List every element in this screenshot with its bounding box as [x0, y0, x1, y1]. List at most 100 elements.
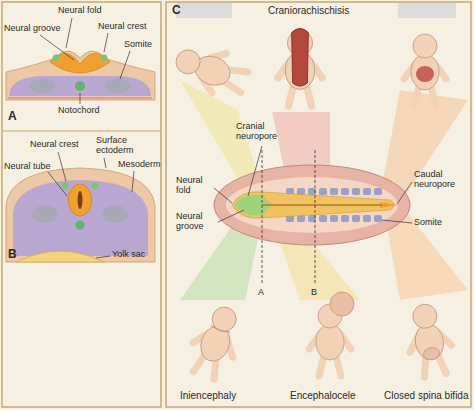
baby-limb — [438, 354, 446, 375]
panel-letter: C — [172, 4, 181, 17]
somite-block — [297, 215, 305, 222]
baby-limb — [336, 356, 341, 376]
anencephaly-baby — [170, 38, 252, 102]
section-line — [262, 150, 263, 284]
somite — [105, 79, 131, 93]
somite-block — [319, 188, 327, 195]
somite-block — [374, 215, 382, 222]
somite — [102, 205, 128, 223]
open-lesion — [416, 66, 434, 82]
surface-ectoderm — [6, 168, 155, 262]
part-label: Neural groove — [176, 212, 218, 232]
baby-head — [413, 34, 437, 58]
baby-limb — [209, 359, 221, 380]
part-label: Neural fold — [58, 6, 102, 16]
part-label: Cranial neuropore — [236, 122, 290, 142]
baby-limb — [288, 85, 293, 106]
part-label: Somite — [414, 218, 442, 228]
leader-line — [40, 35, 74, 60]
somite-block — [330, 188, 338, 195]
neural-crest-cells — [101, 55, 108, 62]
part-label: Neural crest — [30, 140, 79, 150]
neural-crest-cells — [62, 183, 69, 190]
baby-limb — [319, 356, 324, 376]
somite — [32, 205, 58, 223]
panel-letter: B — [8, 248, 17, 261]
open-spina-bifida-baby — [404, 34, 446, 106]
skin-covered-bulge — [423, 346, 441, 361]
part-label: Closed spina bifida — [384, 390, 469, 401]
somite-block — [341, 188, 349, 195]
closed-spina-bifida-baby — [402, 301, 456, 379]
embryo-disc — [226, 177, 398, 233]
part-label: Somite — [124, 40, 152, 50]
baby-head — [173, 46, 204, 77]
part-label: Surface ectoderm — [96, 136, 146, 156]
baby-limb — [228, 65, 249, 77]
mesoderm — [13, 180, 148, 256]
leader-line — [104, 158, 106, 168]
leader-line — [382, 220, 412, 223]
open-neural-tissue — [292, 28, 309, 86]
part-label: Mesoderm — [118, 160, 161, 170]
neural-tube — [68, 184, 92, 216]
somite-block — [352, 188, 360, 195]
surface-ectoderm — [6, 51, 155, 100]
baby-limb — [414, 86, 419, 106]
panel-letter: A — [8, 110, 17, 123]
embryo-body — [214, 165, 410, 245]
encephalocele-sac — [330, 292, 354, 316]
somite-block — [297, 188, 305, 195]
neural-groove — [262, 204, 382, 206]
baby-limb — [306, 85, 311, 106]
part-label: Iniencephaly — [180, 390, 236, 401]
part-label: Craniorachischisis — [268, 5, 349, 16]
neck-fold — [211, 325, 230, 334]
baby-body — [316, 324, 344, 360]
yolk-sac — [16, 251, 104, 262]
somite-block — [352, 215, 360, 222]
somite-block — [330, 215, 338, 222]
mask-box — [176, 3, 232, 18]
part-label: Encephalocele — [290, 390, 356, 401]
leader-line — [66, 18, 72, 48]
leader-line — [397, 182, 412, 204]
notochord — [75, 81, 85, 91]
leader-line — [214, 188, 232, 203]
neural-canal — [78, 191, 83, 209]
craniorachischisis-baby — [278, 28, 322, 106]
leader-line — [104, 33, 108, 52]
baby-head — [411, 302, 439, 330]
part-label: Notochord — [58, 106, 100, 116]
leader-line — [120, 51, 130, 79]
part-label: Neural groove — [4, 24, 61, 34]
leader-line — [96, 256, 110, 258]
part-label: Neural tube — [4, 162, 51, 172]
leader-line — [248, 146, 262, 196]
baby-head — [209, 304, 240, 335]
section-line — [315, 150, 316, 284]
panel-frame — [166, 2, 471, 407]
neural-fold — [232, 192, 394, 218]
iniencephaly-baby — [184, 301, 248, 383]
encephalocele-baby — [309, 292, 354, 376]
leader-line — [48, 172, 67, 196]
somite-block — [341, 215, 349, 222]
baby-body — [411, 54, 439, 90]
part-label: Neural fold — [176, 176, 214, 196]
caudal-neuropore — [380, 202, 398, 208]
part-label: Caudal neuropore — [414, 170, 466, 190]
panel-divider — [2, 130, 161, 131]
leader-line — [80, 93, 81, 104]
part-label: B — [311, 288, 317, 298]
leader-line — [132, 171, 134, 192]
somite-block — [363, 188, 371, 195]
mask-box — [398, 3, 456, 18]
leader-line — [218, 210, 244, 222]
part-label: A — [258, 288, 264, 298]
somite-block — [319, 215, 327, 222]
part-label: Neural crest — [98, 22, 147, 32]
